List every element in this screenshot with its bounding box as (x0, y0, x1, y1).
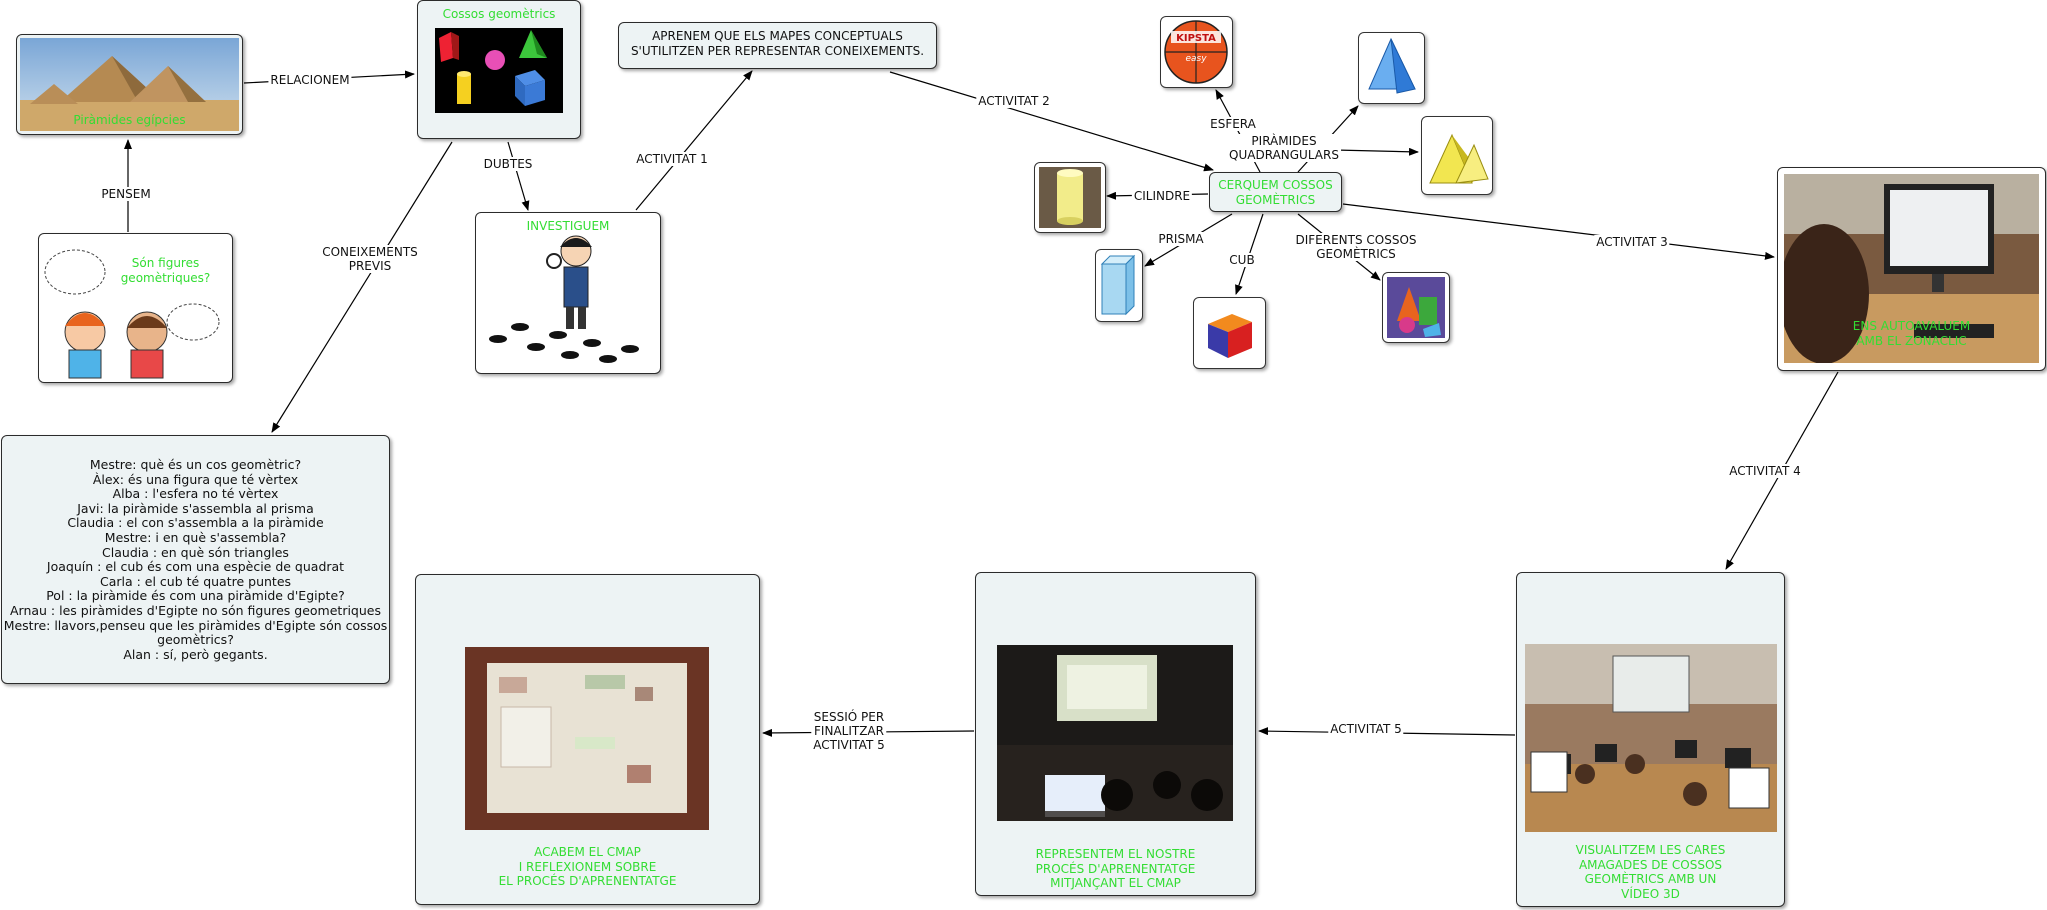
ball-brand: KIPSTA (1176, 33, 1216, 44)
node-piramides-egipcies[interactable]: Piràmides egípcies (16, 34, 243, 135)
link-dubtes (507, 141, 530, 211)
dialog-line: Mestre: què és un cos geomètric? (89, 457, 302, 472)
link-piramides-q2 (1334, 147, 1419, 156)
node-cerquem[interactable]: CERQUEM COSSOS GEOMÈTRICS (1209, 172, 1342, 212)
dialog-line: Alba : l'esfera no té vèrtex (112, 486, 279, 502)
node-acabem[interactable]: ACABEM EL CMAP I REFLEXIONEM SOBRE EL PR… (415, 574, 760, 905)
cube-thumbnail[interactable] (1193, 297, 1266, 369)
yellow-pyramids-thumbnail[interactable] (1421, 116, 1493, 195)
label-activitat5: ACTIVITAT 5 (1328, 722, 1404, 736)
dialog-line: Arnau : les piràmides d'Egipte no són fi… (9, 602, 381, 618)
dialog-line: Carla : el cub té quatre puntes (99, 573, 292, 589)
node-cossos-geometrics[interactable]: Cossos geomètrics (417, 0, 581, 139)
cylinder-thumbnail[interactable] (1034, 162, 1106, 233)
node-aprenem-label: APRENEM QUE ELS MAPES CONCEPTUALS S'UTIL… (630, 29, 925, 58)
node-cerquem-label: CERQUEM COSSOS GEOMÈTRICS (1218, 178, 1333, 207)
label-activitat1: ACTIVITAT 1 (634, 152, 710, 166)
label-activitat3: ACTIVITAT 3 (1594, 235, 1670, 249)
node-visualitzem[interactable]: VISUALITZEM LES CARES AMAGADES DE COSSOS… (1516, 572, 1785, 907)
dialog-line: Joaquín : el cub és com una espècie de q… (46, 559, 345, 575)
prism-thumbnail[interactable] (1095, 249, 1143, 322)
classroom-computer-photo (1784, 174, 2039, 363)
thinking-kids-illustration (44, 249, 220, 379)
ball-thumbnail[interactable]: KIPSTA easy (1160, 16, 1233, 88)
node-son-figures[interactable]: Són figures geomètriques? (38, 233, 233, 383)
dialog-line: Claudia : el con s'assembla a la piràmid… (67, 515, 324, 531)
node-cossos-label: Cossos geomètrics (442, 7, 556, 21)
node-acabem-label: ACABEM EL CMAP I REFLEXIONEM SOBRE EL PR… (498, 845, 677, 888)
blue-pyramid-thumbnail[interactable] (1358, 32, 1425, 104)
label-cilindre: CILINDRE (1131, 189, 1193, 203)
label-cub: CUB (1227, 253, 1257, 267)
mixed-shapes-thumbnail[interactable] (1382, 272, 1450, 343)
label-esfera: ESFERA (1208, 117, 1258, 131)
label-diferents: DIFERENTS COSSOS GEOMÈTRICS (1293, 233, 1419, 261)
detective-illustration (489, 235, 639, 363)
computer-room-photo (1525, 644, 1777, 832)
label-piramides-q: PIRÀMIDES QUADRANGULARS (1227, 134, 1341, 162)
shapes-picture (435, 28, 563, 113)
dialog-line: Pol : la piràmide és com una piràmide d'… (46, 588, 345, 604)
node-representem-label: REPRESENTEM EL NOSTRE PROCÉS D'APRENENTA… (1035, 847, 1196, 890)
node-autoavaluem-label: ENS AUTOAVALUEM AMB EL ZONACLIC (1852, 319, 1971, 348)
dialog-line: Javi: la piràmide s'assembla al prisma (77, 500, 314, 516)
final-cmap-photo (465, 647, 709, 830)
ball-sub: easy (1185, 54, 1207, 64)
link-activitat1 (635, 70, 753, 211)
dialog-line: Claudia : en què són triangles (102, 544, 289, 560)
label-activitat2: ACTIVITAT 2 (976, 94, 1052, 108)
node-piramides-label: Piràmides egípcies (73, 113, 186, 127)
label-prisma: PRISMA (1156, 232, 1206, 246)
label-dubtes: DUBTES (481, 157, 535, 171)
dialog-line: Mestre: i en què s'assembla? (104, 529, 287, 545)
projected-cmap-photo (997, 645, 1233, 821)
node-aprenem[interactable]: APRENEM QUE ELS MAPES CONCEPTUALS S'UTIL… (618, 22, 937, 69)
dialog-line: Àlex: és una figura que té vèrtex (92, 471, 299, 487)
label-coneixements: CONEIXEMENTS PREVIS (320, 245, 420, 273)
label-activitat4: ACTIVITAT 4 (1727, 464, 1803, 478)
node-visualitzem-label: VISUALITZEM LES CARES AMAGADES DE COSSOS… (1575, 843, 1726, 901)
link-activitat3 (1342, 203, 1775, 260)
link-coneixements (271, 141, 453, 433)
dialog-line: Alan : sí, però gegants. (123, 646, 268, 662)
dialog-text: Mestre: què és un cos geomètric?Àlex: és… (2, 457, 389, 662)
pyramids-photo (20, 38, 239, 131)
node-representem[interactable]: REPRESENTEM EL NOSTRE PROCÉS D'APRENENTA… (975, 572, 1256, 896)
node-investiguem-label: INVESTIGUEM (526, 219, 610, 233)
label-pensem: PENSEM (99, 187, 153, 201)
node-figures-label: Són figures geomètriques? (120, 256, 211, 285)
node-autoavaluem[interactable]: ENS AUTOAVALUEM AMB EL ZONACLIC (1777, 167, 2046, 371)
node-coneixements-previs-dialog[interactable]: Mestre: què és un cos geomètric?Àlex: és… (1, 435, 390, 684)
link-activitat2 (889, 71, 1214, 172)
label-relacionem: RELACIONEM (268, 73, 352, 87)
dialog-line: Mestre: llavors,penseu que les piràmides… (3, 617, 388, 648)
node-investiguem[interactable]: INVESTIGUEM (475, 212, 661, 374)
label-sessio: SESSIÓ PER FINALITZAR ACTIVITAT 5 (811, 710, 887, 752)
